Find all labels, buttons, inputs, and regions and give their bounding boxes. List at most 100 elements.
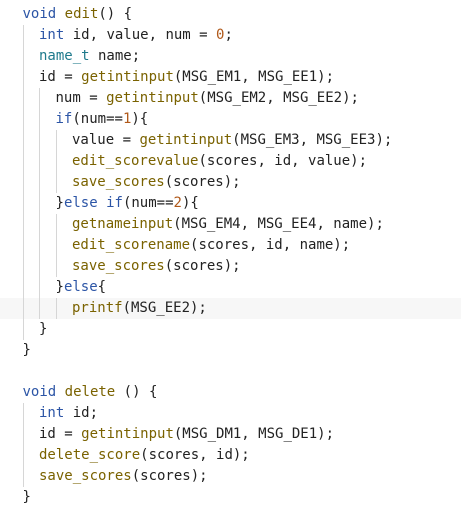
code-token: name_t <box>39 48 90 64</box>
code-line[interactable]: num = getintinput(MSG_EM2, MSG_EE2); <box>0 88 461 109</box>
code-token: getintinput <box>81 69 174 85</box>
code-token: (MSG_EM3, MSG_EE3); <box>232 132 393 148</box>
code-line[interactable]: int id, value, num = 0; <box>0 25 461 46</box>
code-line-text: int id, value, num = 0; <box>39 25 233 46</box>
code-line-text: save_scores(scores); <box>72 172 241 193</box>
code-token: else <box>63 195 98 211</box>
code-token: int <box>39 405 65 421</box>
code-line-text: } <box>23 340 31 361</box>
code-line[interactable]: save_scores(scores); <box>0 172 461 193</box>
code-token: () { <box>115 384 158 400</box>
code-token: getintinput <box>81 426 174 442</box>
code-line-text: }else{ <box>56 277 107 298</box>
code-line[interactable]: save_scores(scores); <box>0 466 461 487</box>
code-line[interactable]: name_t name; <box>0 46 461 67</box>
code-line-text: if(num==1){ <box>56 109 149 130</box>
code-token: ; <box>224 27 233 43</box>
code-line-text: id = getintinput(MSG_DM1, MSG_DE1); <box>39 424 334 445</box>
code-line-text: save_scores(scores); <box>39 466 208 487</box>
code-line[interactable]: edit_scorename(scores, id, name); <box>0 235 461 256</box>
code-token: void <box>22 6 57 22</box>
code-line-text: name_t name; <box>39 46 140 67</box>
code-token: (num== <box>122 195 174 211</box>
code-line[interactable]: } <box>0 487 461 508</box>
code-token: ){ <box>131 111 149 127</box>
code-token: ){ <box>181 195 199 211</box>
code-token: } <box>55 279 64 295</box>
code-token: save_scores <box>39 468 132 484</box>
code-token: (MSG_EM4, MSG_EE4, name); <box>173 216 384 232</box>
code-line[interactable]: }else if(num==2){ <box>0 193 461 214</box>
code-line[interactable]: save_scores(scores); <box>0 256 461 277</box>
code-token: 0 <box>216 27 225 43</box>
code-line-text: num = getintinput(MSG_EM2, MSG_EE2); <box>56 88 359 109</box>
code-token: id = <box>39 426 82 442</box>
code-token: else <box>63 279 98 295</box>
code-line[interactable]: } <box>0 319 461 340</box>
code-token: } <box>22 489 31 505</box>
code-line-text: edit_scorevalue(scores, id, value); <box>72 151 367 172</box>
code-token: (scores, id); <box>140 447 250 463</box>
code-token: edit <box>64 6 99 22</box>
code-token <box>56 384 64 400</box>
code-token: id = <box>39 69 82 85</box>
code-token: } <box>39 321 48 337</box>
code-token: value = <box>72 132 140 148</box>
code-token: id, value, num = <box>64 27 217 43</box>
code-line-text: save_scores(scores); <box>72 256 241 277</box>
code-line[interactable]: edit_scorevalue(scores, id, value); <box>0 151 461 172</box>
code-token: } <box>22 342 31 358</box>
indent-guide <box>39 88 40 319</box>
code-token <box>56 6 64 22</box>
code-token <box>98 195 106 211</box>
code-token: (MSG_EM2, MSG_EE2); <box>198 90 359 106</box>
code-token: delete <box>64 384 116 400</box>
code-line-text: delete_score(scores, id); <box>39 445 250 466</box>
code-token: (MSG_DM1, MSG_DE1); <box>173 426 335 442</box>
code-line-current[interactable]: printf(MSG_EE2); <box>0 298 461 319</box>
code-line-text: }else if(num==2){ <box>56 193 199 214</box>
indent-guide <box>56 130 57 193</box>
code-line-text: edit_scorename(scores, id, name); <box>72 235 350 256</box>
code-token: } <box>55 195 64 211</box>
code-line[interactable]: void delete () { <box>0 382 461 403</box>
code-token: printf <box>72 300 123 316</box>
code-line-text: void delete () { <box>23 382 158 403</box>
code-line-text: value = getintinput(MSG_EM3, MSG_EE3); <box>72 130 392 151</box>
indent-guide <box>56 214 57 277</box>
code-token: edit_scorename <box>72 237 191 253</box>
code-line[interactable]: id = getintinput(MSG_EM1, MSG_EE1); <box>0 67 461 88</box>
code-token: delete_score <box>39 447 141 463</box>
code-line[interactable]: getnameinput(MSG_EM4, MSG_EE4, name); <box>0 214 461 235</box>
code-line-text: id = getintinput(MSG_EM1, MSG_EE1); <box>39 67 334 88</box>
code-line[interactable]: value = getintinput(MSG_EM3, MSG_EE3); <box>0 130 461 151</box>
code-line-text: } <box>39 319 47 340</box>
code-line[interactable]: void edit() { <box>0 4 461 25</box>
code-token: save_scores <box>72 258 165 274</box>
code-line[interactable]: if(num==1){ <box>0 109 461 130</box>
indent-guide <box>23 403 24 487</box>
code-token: (scores); <box>131 468 208 484</box>
code-token: (scores, id, name); <box>190 237 351 253</box>
code-token: id; <box>64 405 99 421</box>
code-token: (scores, id, value); <box>198 153 368 169</box>
code-line[interactable] <box>0 361 461 382</box>
code-line-text: void edit() { <box>23 4 133 25</box>
code-token: (MSG_EM1, MSG_EE1); <box>173 69 335 85</box>
code-token: void <box>22 384 57 400</box>
code-line-text: } <box>23 487 31 508</box>
code-token: () { <box>98 6 133 22</box>
code-token: int <box>39 27 65 43</box>
code-line[interactable]: int id; <box>0 403 461 424</box>
code-line[interactable]: id = getintinput(MSG_DM1, MSG_DE1); <box>0 424 461 445</box>
code-token: getintinput <box>106 90 199 106</box>
code-token: save_scores <box>72 174 165 190</box>
code-token: 2 <box>173 195 182 211</box>
code-token: getintinput <box>139 132 233 148</box>
code-line[interactable]: }else{ <box>0 277 461 298</box>
code-token: num = <box>55 90 107 106</box>
code-line[interactable]: } <box>0 340 461 361</box>
code-line[interactable]: delete_score(scores, id); <box>0 445 461 466</box>
code-token: (num== <box>72 111 123 127</box>
